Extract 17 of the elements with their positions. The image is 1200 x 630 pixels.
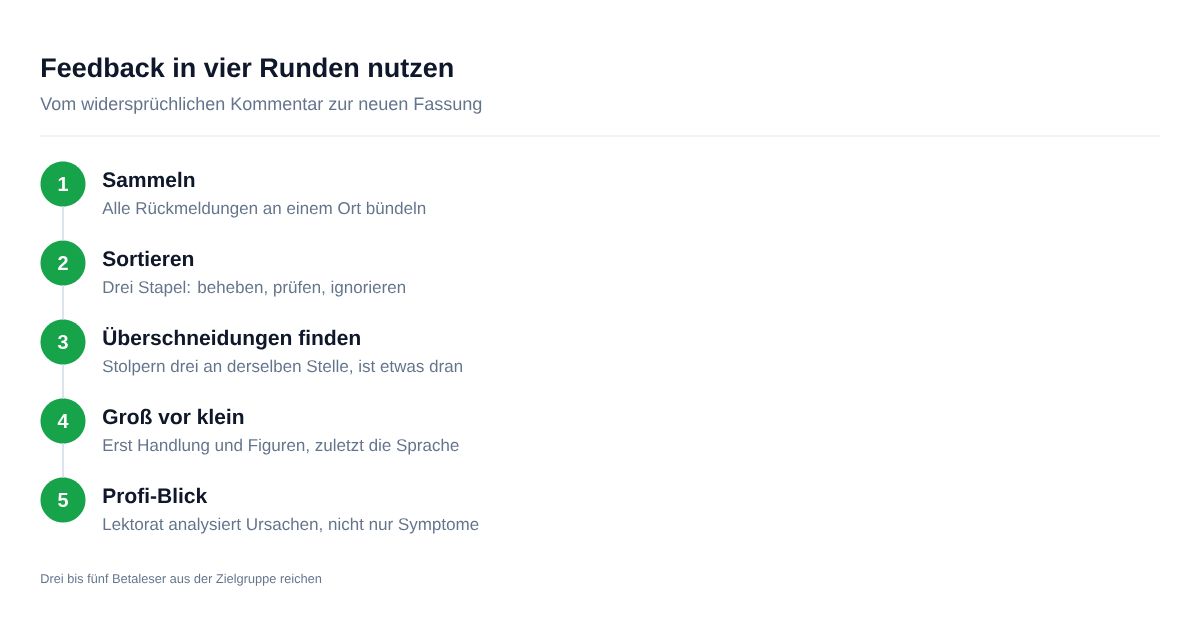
connector-line [62, 442, 64, 479]
connector-line [62, 205, 64, 242]
step-heading: Sortieren [102, 250, 194, 267]
step-description: Erst Handlung und Figuren, zuletzt die Sprache [103, 438, 459, 455]
step-description: Alle Rückmeldungen an einem Ort bündeln [102, 201, 426, 218]
connector-line [62, 284, 64, 321]
step-heading: Sammeln [102, 171, 195, 188]
connector-line [62, 363, 64, 400]
step-heading: Groß vor klein [103, 408, 244, 425]
step-heading: Profi-Blick [103, 487, 208, 504]
footnote: Drei bis fünf Betaleser aus der Zielgruppe reichen [41, 573, 322, 586]
step-heading: Überschneidungen finden [103, 327, 360, 350]
step-description: Stolpern drei an derselben Stelle, ist etwas dran [102, 359, 462, 376]
step-description: Drei Stapel: beheben, prüfen, ignorieren [103, 280, 405, 297]
title: Feedback in vier Runden nutzen [42, 57, 453, 78]
step-description: Lektorat analysiert Ursachen, nicht nur Symptome [103, 517, 479, 534]
subtitle: Vom widersprüchlichen Kommentar zur neuen Fassung [40, 96, 482, 114]
